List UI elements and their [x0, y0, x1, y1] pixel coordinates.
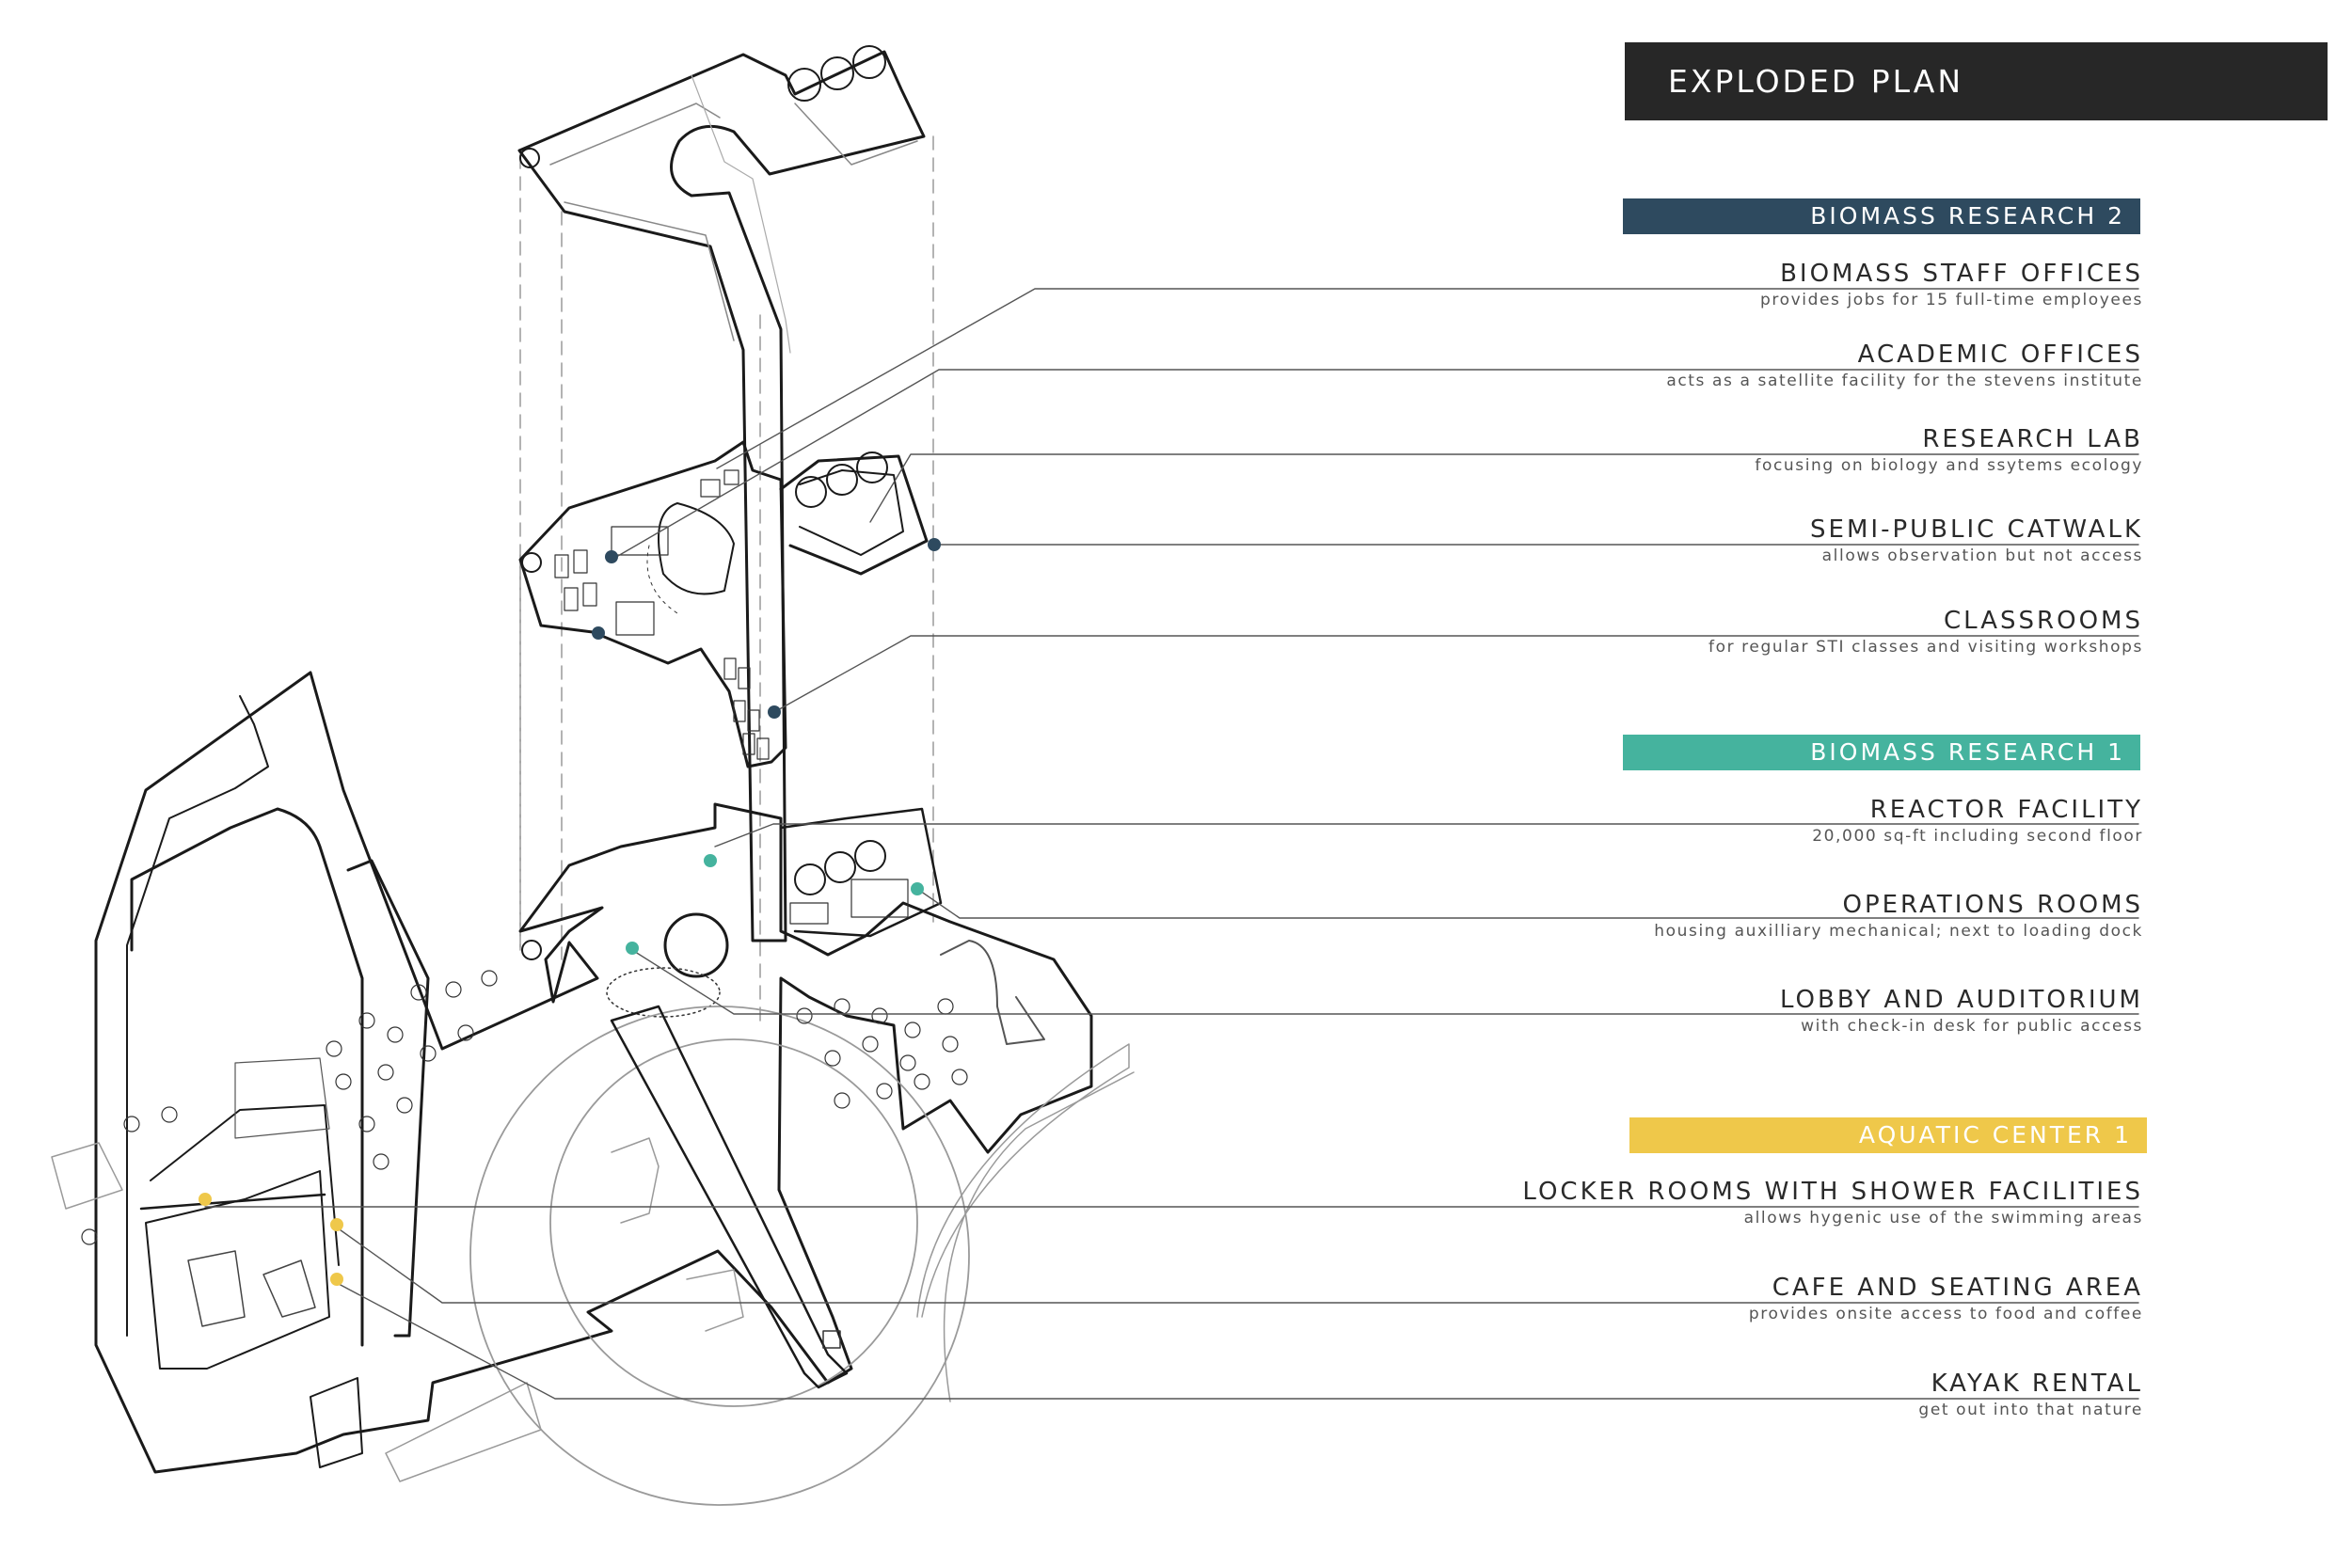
- legend-item: CLASSROOMS for regular STI classes and v…: [1708, 606, 2143, 658]
- legend-item-desc: allows observation but not access: [1821, 546, 2143, 565]
- plan-level-2: [518, 440, 929, 768]
- legend-item-desc: focusing on biology and ssytems ecology: [1755, 456, 2143, 475]
- legend-item-title: REACTOR FACILITY: [1869, 796, 2143, 824]
- leader-dots: [199, 538, 941, 1286]
- legend-item-desc: provides onsite access to food and coffe…: [1748, 1305, 2143, 1323]
- legend-item: RESEARCH LAB focusing on biology and ssy…: [1755, 424, 2143, 477]
- legend-item-desc: get out into that nature: [1918, 1401, 2143, 1419]
- legend-item-desc: housing auxilliary mechanical; next to l…: [1654, 922, 2143, 941]
- legend-item: SEMI-PUBLIC CATWALK allows observation b…: [1810, 515, 2143, 567]
- legend-item: CAFE AND SEATING AREA provides onsite ac…: [1749, 1273, 2143, 1325]
- page-title: EXPLODED PLAN: [1625, 42, 2328, 120]
- legend-item: REACTOR FACILITY 20,000 sq-ft including …: [1812, 795, 2143, 847]
- legend-item-title: SEMI-PUBLIC CATWALK: [1810, 515, 2143, 544]
- section-header-biomass-research-1: BIOMASS RESEARCH 1: [1623, 735, 2140, 770]
- projection-lines: [519, 135, 934, 1022]
- legend-item-desc: for regular STI classes and visiting wor…: [1708, 638, 2143, 657]
- legend-item-title: CAFE AND SEATING AREA: [1772, 1274, 2143, 1302]
- plan-level-3: [517, 45, 926, 942]
- legend-item-title: RESEARCH LAB: [1922, 425, 2143, 453]
- legend-item: LOCKER ROOMS WITH SHOWER FACILITIES allo…: [1522, 1177, 2143, 1229]
- legend-item-desc: allows hygenic use of the swimming areas: [1743, 1209, 2143, 1227]
- legend-item-title: ACADEMIC OFFICES: [1857, 341, 2143, 369]
- legend-item-desc: 20,000 sq-ft including second floor: [1812, 827, 2143, 846]
- legend-item: OPERATIONS ROOMS housing auxilliary mech…: [1654, 890, 2143, 942]
- legend-item: KAYAK RENTAL get out into that nature: [1918, 1369, 2143, 1421]
- legend-item-title: OPERATIONS ROOMS: [1842, 891, 2143, 919]
- legend-item-title: LOBBY AND AUDITORIUM: [1780, 986, 2143, 1014]
- legend-item: LOBBY AND AUDITORIUM with check-in desk …: [1780, 985, 2143, 1037]
- section-header-aquatic-center-1: AQUATIC CENTER 1: [1629, 1117, 2147, 1153]
- legend-item-title: KAYAK RENTAL: [1931, 1370, 2143, 1398]
- legend-item-desc: acts as a satellite facility for the ste…: [1666, 372, 2143, 390]
- legend-item-desc: provides jobs for 15 full-time employees: [1759, 291, 2143, 309]
- legend-item-desc: with check-in desk for public access: [1801, 1017, 2143, 1036]
- legend-item-title: CLASSROOMS: [1944, 607, 2143, 635]
- section-header-biomass-research-2: BIOMASS RESEARCH 2: [1623, 198, 2140, 234]
- legend-item: BIOMASS STAFF OFFICES provides jobs for …: [1760, 259, 2143, 311]
- legend-item: ACADEMIC OFFICES acts as a satellite fac…: [1666, 340, 2143, 392]
- legend-item-title: LOCKER ROOMS WITH SHOWER FACILITIES: [1522, 1178, 2143, 1206]
- plan-level-1: [51, 671, 1135, 1506]
- legend-item-title: BIOMASS STAFF OFFICES: [1780, 260, 2143, 288]
- leader-lines: [204, 288, 2139, 1400]
